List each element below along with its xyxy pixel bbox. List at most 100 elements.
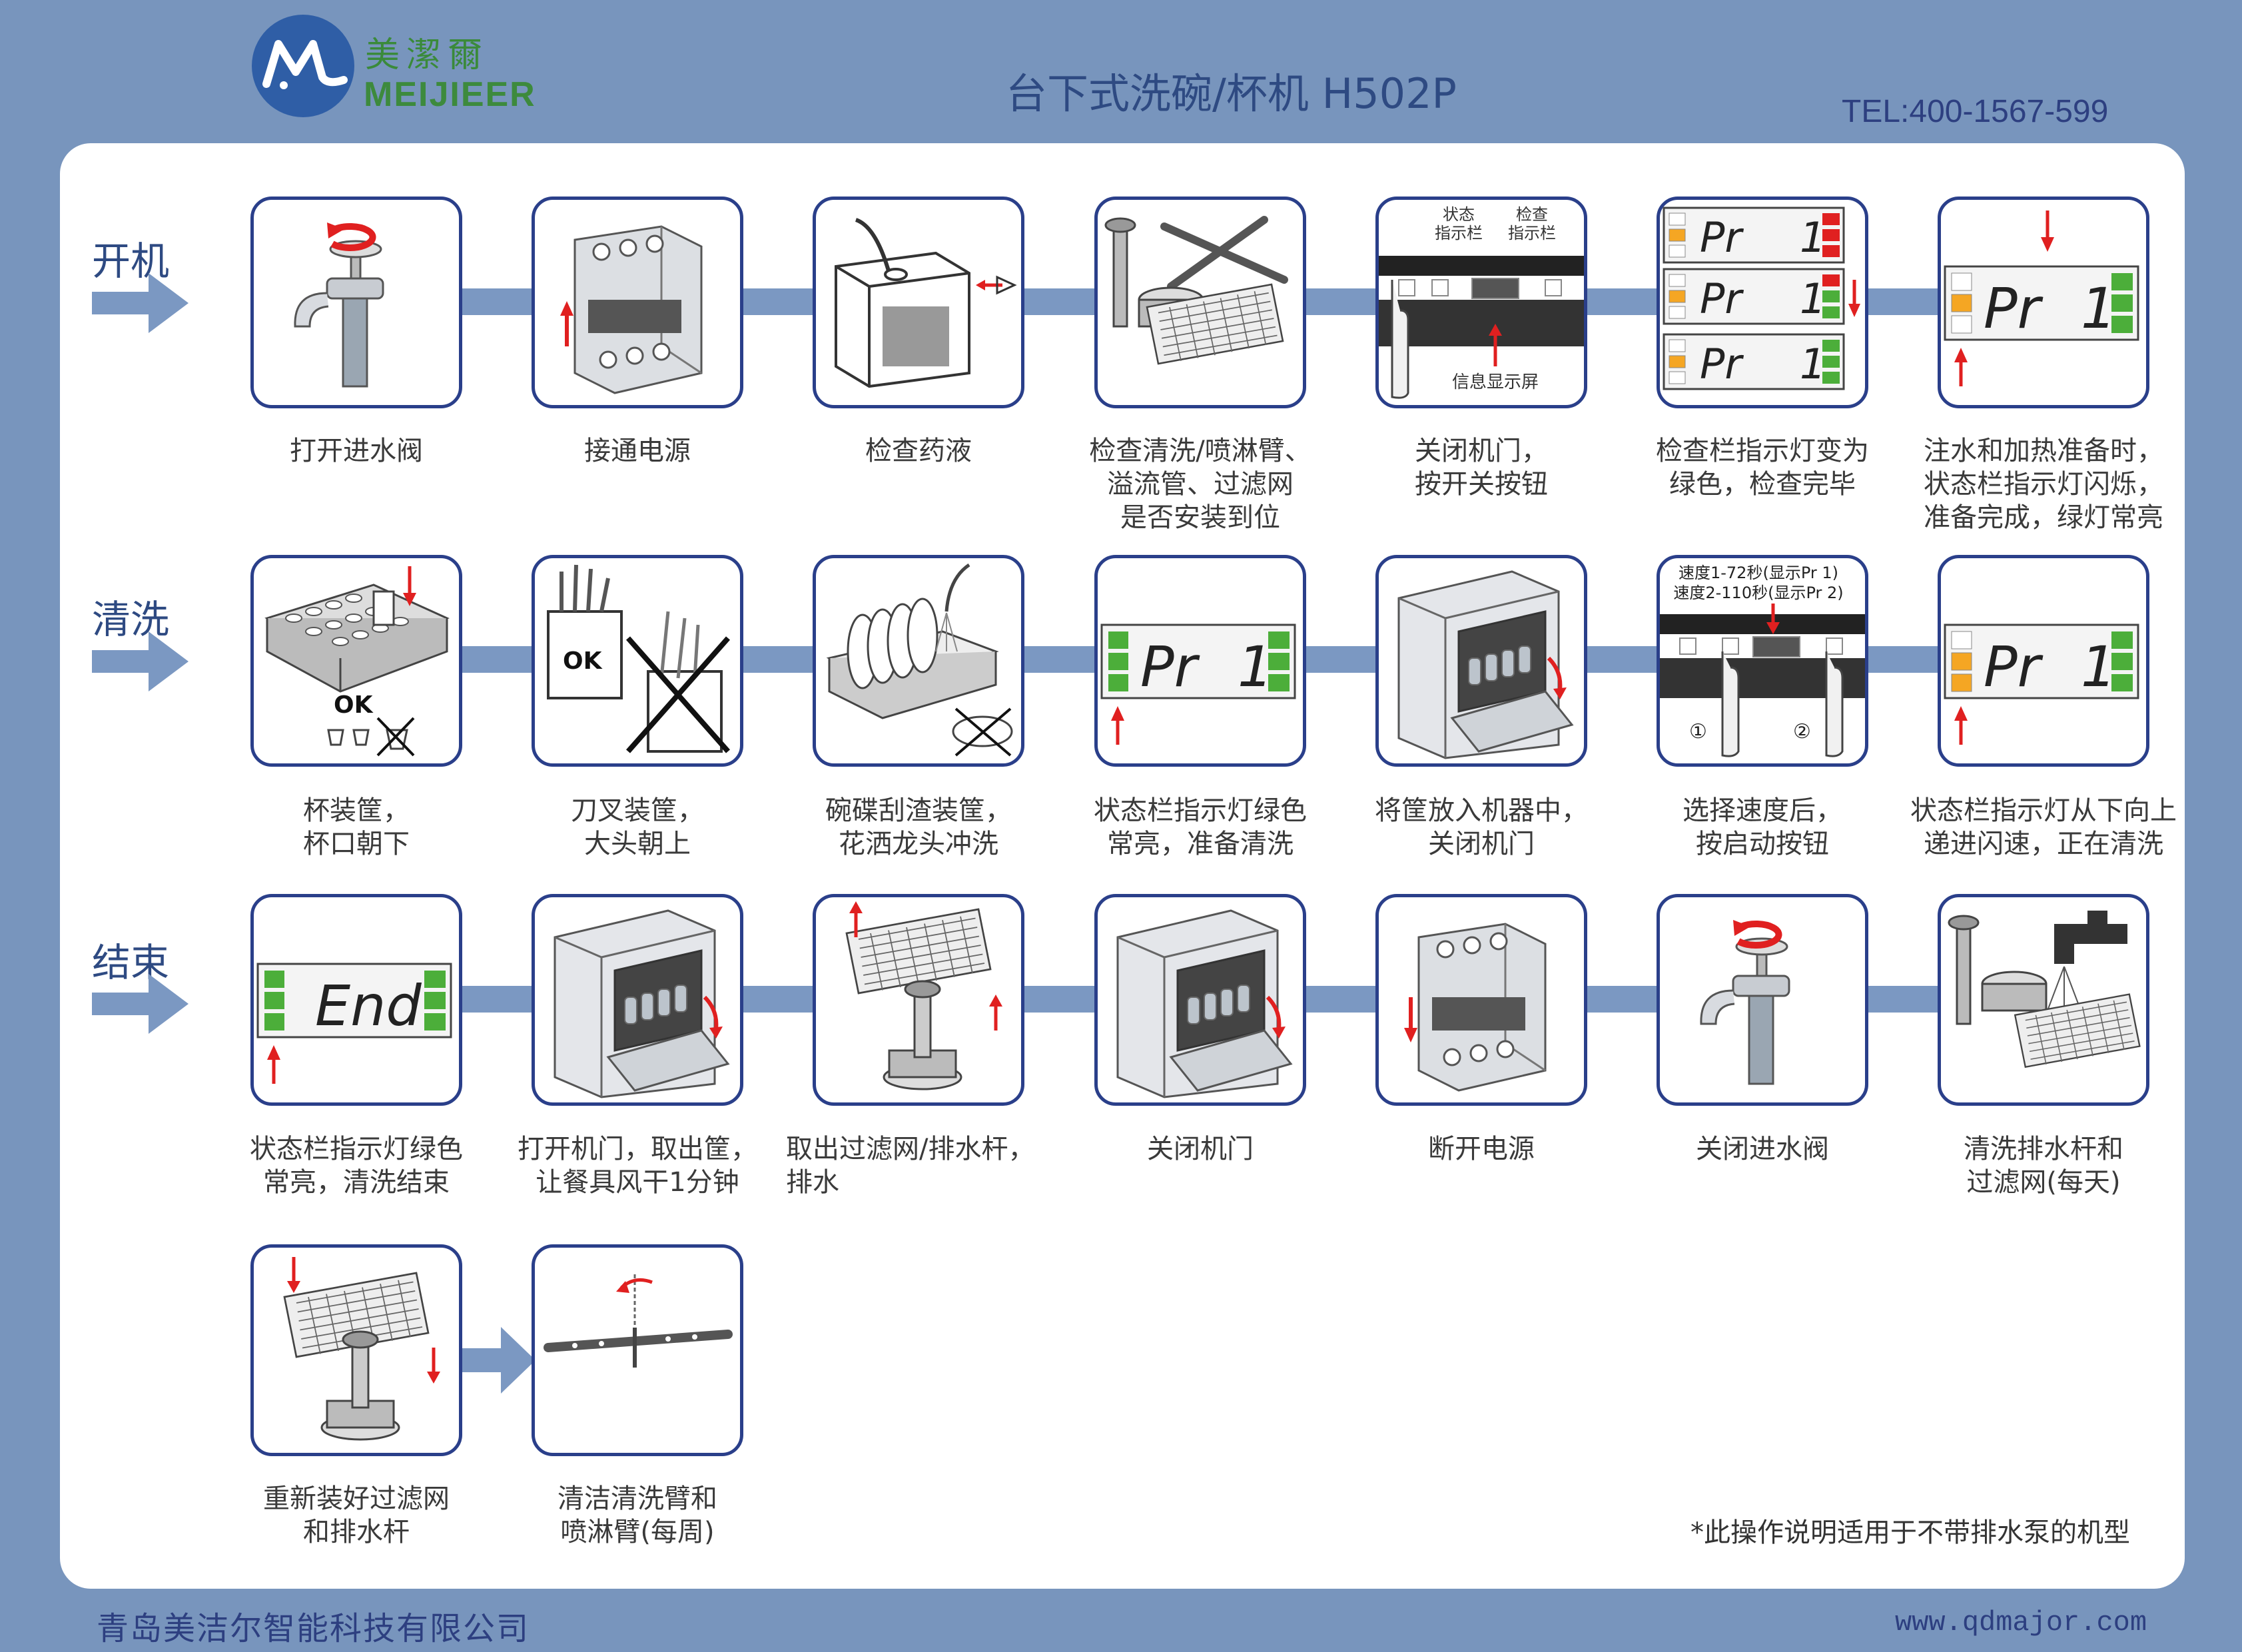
filter-drain-icon [845, 901, 1002, 1090]
step-close-water-valve [1657, 894, 1868, 1106]
step-caption: 关闭机门 [1147, 1134, 1254, 1164]
water-valve-icon [1660, 897, 1865, 1102]
panel-label: 信息显示屏 [1452, 372, 1539, 392]
step-load-plates [813, 555, 1024, 767]
wash-arm-icon [544, 1274, 733, 1368]
step-wash-complete: End [250, 894, 462, 1106]
water-valve-icon [254, 200, 459, 405]
step-load-cutlery: OK [532, 555, 743, 767]
circuit-breaker-icon [560, 225, 703, 394]
display-text: 1 [1800, 213, 1826, 262]
row-label-finish: 结束 [92, 940, 170, 985]
step-ready-to-wash: Pr 1 [1094, 555, 1306, 767]
company-name: 青岛美洁尔智能科技有限公司 [97, 1610, 530, 1647]
row-arrow-icon [92, 273, 188, 333]
panel-label: 指示栏 [1435, 224, 1483, 242]
button-number: ① [1689, 720, 1707, 743]
step-caption: 选择速度后，按启动按钮 [1682, 795, 1842, 859]
step-open-door-dry [532, 894, 743, 1106]
step-washing: Pr 1 [1938, 555, 2149, 767]
speed-panel-icon: 速度1-72秒(显示Pr 1) 速度2-110秒(显示Pr 2) ① ② [1660, 564, 1865, 757]
step-caption: 断开电源 [1428, 1134, 1535, 1164]
step-caption: 状态栏指示灯绿色常亮，清洗结束 [250, 1134, 463, 1198]
ok-label: OK [334, 691, 374, 719]
display-text: 1 [1800, 274, 1826, 323]
logo-m-icon [262, 40, 348, 89]
step-caption: 关闭进水阀 [1696, 1134, 1829, 1164]
step-insert-rack [1375, 555, 1587, 767]
step-caption: 注水和加热准备时，状态栏指示灯闪烁，准备完成，绿灯常亮 [1924, 436, 2163, 533]
step-caption: 检查药液 [865, 436, 972, 466]
step-select-speed: 速度1-72秒(显示Pr 1) 速度2-110秒(显示Pr 2) ① ② [1657, 555, 1868, 767]
step-caption: 状态栏指示灯从下向上递进闪速，正在清洗 [1910, 795, 2177, 859]
rinse-filter-icon [1948, 911, 2141, 1068]
display-text: Pr [1984, 634, 2044, 699]
step-filling-heating: Pr 1 [1938, 197, 2149, 408]
display-text: 1 [2081, 634, 2116, 699]
step-clean-arms-weekly [532, 1244, 743, 1456]
ok-label: OK [563, 647, 603, 675]
display-text: Pr [1140, 634, 1200, 699]
display-text: 1 [2081, 276, 2116, 341]
step-caption: 检查栏指示灯变为绿色，检查完毕 [1656, 436, 1869, 500]
step-caption: 碗碟刮渣装筐，花洒龙头冲洗 [825, 795, 1012, 859]
step-caption: 状态栏指示灯绿色常亮，准备清洗 [1094, 795, 1307, 859]
step-check-indicators: Pr 1 Pr 1 Pr 1 [1657, 197, 1868, 408]
end-display-icon: End [256, 963, 452, 1084]
step-caption: 检查清洗/喷淋臂、溢流管、过滤网是否安装到位 [1089, 436, 1311, 533]
indicator-display-icon: Pr 1 [1944, 623, 2139, 745]
dishwasher-icon [1379, 558, 1584, 763]
row4-arrow-icon [462, 1327, 536, 1394]
step-caption: 清洗排水杆和过滤网(每天) [1964, 1134, 2123, 1198]
dishwasher-icon [1098, 897, 1303, 1102]
step-power-button: 状态 指示栏 检查 指示栏 信息显示屏 [1375, 197, 1587, 408]
speed-label: 速度2-110秒(显示Pr 2) [1673, 584, 1843, 602]
display-text: Pr [1700, 213, 1744, 262]
dishwasher-icon [535, 897, 740, 1102]
row-arrow-icon [92, 974, 188, 1034]
speed-label: 速度1-72秒(显示Pr 1) [1679, 564, 1838, 582]
indicator-display-icon: Pr 1 [1100, 623, 1296, 745]
detergent-container-icon [835, 218, 1017, 388]
step-caption: 重新装好过滤网和排水杆 [263, 1483, 450, 1547]
cutlery-basket-icon: OK [547, 564, 730, 753]
control-panel-icon: 状态 指示栏 检查 指示栏 信息显示屏 [1379, 205, 1584, 399]
model-note: *此操作说明适用于不带排水泵的机型 [1690, 1517, 2130, 1548]
indicator-display-icon: Pr 1 [1944, 210, 2139, 386]
step-caption: 打开机门，取出筐，让餐具风干1分钟 [518, 1134, 757, 1198]
company-logo: 美潔爾 MEIJIEER [252, 15, 535, 117]
row-arrow-icon [92, 631, 188, 691]
step-clean-filter-daily [1938, 894, 2149, 1106]
step-close-door [1094, 894, 1306, 1106]
panel-label: 指示栏 [1508, 224, 1556, 242]
display-text: 1 [1238, 634, 1273, 699]
circuit-breaker-icon [1404, 923, 1547, 1092]
button-number: ② [1793, 720, 1811, 743]
step-caption: 打开进水阀 [290, 436, 423, 466]
step-caption: 杯装筐，杯口朝下 [303, 795, 410, 859]
step-open-water-valve [250, 197, 462, 408]
step-caption: 刀叉装筐，大头朝上 [571, 795, 704, 859]
step-caption: 将筐放入机器中，关闭机门 [1375, 795, 1588, 859]
page-title: 台下式洗碗/杯机 H502P [1006, 69, 1457, 118]
step-power-on [532, 197, 743, 408]
panel-label: 状态 [1443, 205, 1475, 224]
display-text: Pr [1984, 276, 2044, 341]
step-caption: 清洁清洗臂和喷淋臂(每周) [558, 1483, 717, 1547]
logo-english-text: MEIJIEER [364, 75, 536, 114]
row-label-wash: 清洗 [92, 597, 170, 642]
indicator-displays-icon: Pr 1 Pr 1 Pr 1 [1663, 206, 1860, 390]
display-text: Pr [1700, 340, 1744, 388]
step-reinstall-filter [250, 1244, 462, 1456]
plate-rack-icon [826, 563, 1013, 757]
step-check-components [1094, 197, 1306, 408]
step-check-detergent [813, 197, 1024, 408]
panel-label: 检查 [1516, 205, 1548, 224]
website-link[interactable]: www.qdmajor.com [1895, 1607, 2147, 1639]
display-text: 1 [1800, 340, 1826, 388]
row-label-startup: 开机 [92, 238, 170, 284]
display-text: Pr [1700, 274, 1744, 323]
step-caption: 取出过滤网/排水杆，排水 [786, 1134, 1035, 1198]
filter-drain-icon [283, 1257, 440, 1441]
step-load-cups: OK [250, 555, 462, 767]
